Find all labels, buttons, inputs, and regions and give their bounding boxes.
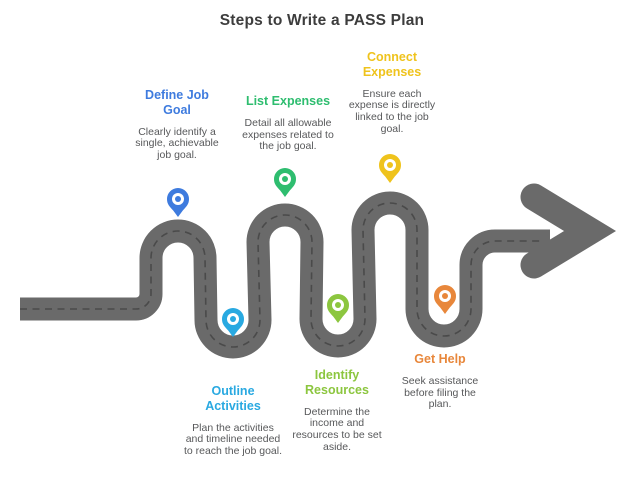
step-title: Outline Activities (205, 384, 261, 413)
step-description: Ensure each expense is directly linked t… (348, 87, 436, 135)
step-connect-expenses: Connect Expenses Ensure each expense is … (336, 50, 448, 136)
step-description: Plan the activities and timeline needed … (183, 421, 283, 457)
step-get-help: Get Help Seek assistance before filing t… (385, 352, 495, 411)
location-pin-icon (222, 308, 244, 337)
step-outline-activities: Outline Activities Plan the activities a… (173, 384, 293, 458)
location-pin-icon (434, 285, 456, 314)
step-title: Identify Resources (305, 368, 369, 397)
location-pin-icon (274, 168, 296, 197)
step-define-job-goal: Define Job Goal Clearly identify a singl… (121, 88, 233, 162)
road-center-dashes (20, 202, 544, 348)
page-title: Steps to Write a PASS Plan (219, 12, 425, 29)
arrow-head (520, 183, 617, 279)
location-pin-icon (327, 294, 349, 323)
step-list-expenses: List Expenses Detail all allowable expen… (229, 94, 347, 153)
step-description: Clearly identify a single, achievable jo… (135, 125, 219, 161)
step-description: Detail all allowable expenses related to… (242, 116, 334, 153)
step-description: Determine the income and resources to be… (292, 405, 382, 453)
step-identify-resources: Identify Resources Determine the income … (281, 368, 393, 454)
step-title: List Expenses (245, 94, 331, 108)
step-description: Seek assistance before filing the plan. (401, 374, 479, 411)
location-pin-icon (379, 154, 401, 183)
step-title: Connect Expenses (362, 50, 422, 79)
step-title: Define Job Goal (145, 88, 209, 117)
step-title: Get Help (414, 352, 466, 366)
location-pin-icon (167, 188, 189, 217)
